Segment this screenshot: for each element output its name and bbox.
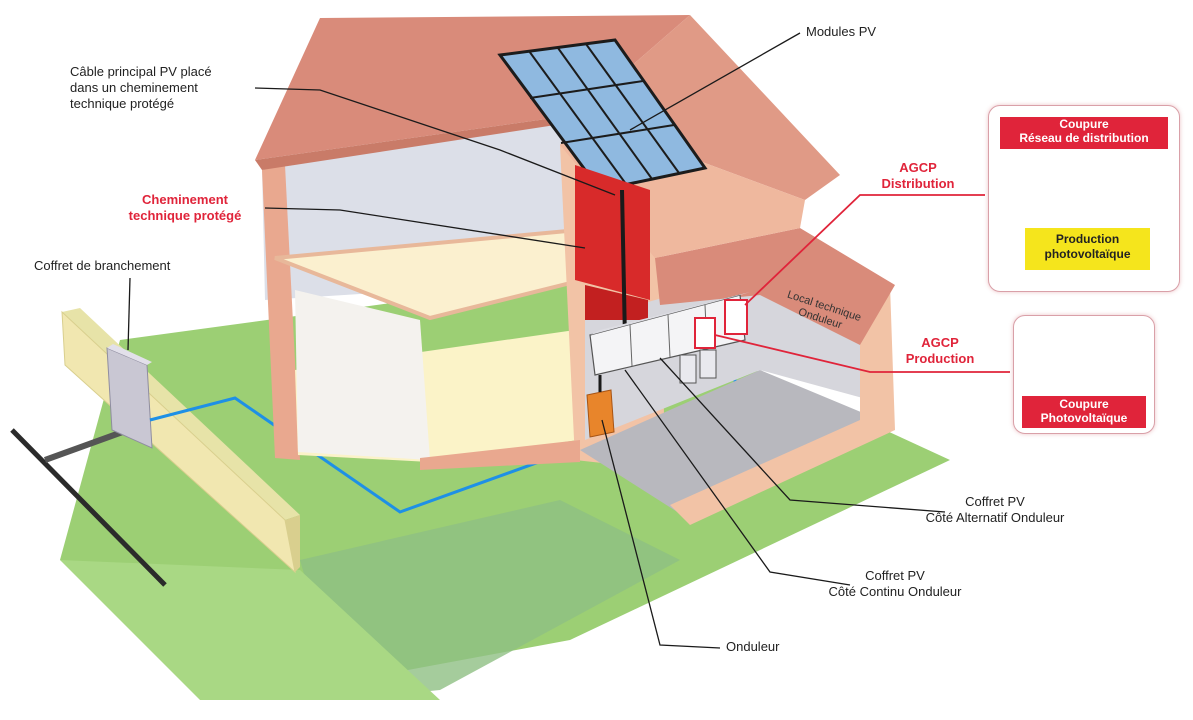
- annex-right-wall: [670, 285, 895, 525]
- label-coffret-branchement: Coffret de branchement: [34, 258, 171, 273]
- annex-roof: [655, 228, 895, 345]
- sign-production-footer-line1: Coupure: [1059, 397, 1109, 411]
- sign-distribution-header-line2: Réseau de distribution: [1019, 131, 1149, 145]
- label-coffret-ac: Coffret PV Côté Alternatif Onduleur: [900, 494, 1090, 526]
- room-interior: [295, 290, 430, 460]
- label-cable-line3: technique protégé: [70, 96, 175, 111]
- label-agcp-production: AGCP Production: [890, 335, 990, 367]
- label-coffret-ac-line2: Côté Alternatif Onduleur: [925, 510, 1065, 525]
- street-cable: [10, 428, 167, 587]
- label-agcp-prod-line2: Production: [905, 351, 975, 366]
- ac-cable: [149, 335, 737, 514]
- boundary-wall-end: [285, 515, 300, 572]
- leader-lines: [127, 32, 946, 649]
- roof-eave-left: [255, 115, 575, 170]
- pv-modules: [497, 38, 708, 192]
- label-agcp-dist-line2: Distribution: [881, 176, 955, 191]
- label-chem-line2: technique protégé: [128, 208, 242, 223]
- label-coffret-ac-line1: Coffret PV: [965, 494, 1025, 509]
- label-onduleur: Onduleur: [726, 639, 780, 654]
- lawn-front: [60, 560, 440, 700]
- label-cable-line1: Câble principal PV placé: [70, 64, 212, 79]
- annex-floor: [580, 370, 880, 520]
- label-coffret-dc-line1: Coffret PV: [865, 568, 925, 583]
- branch-cable: [43, 427, 130, 463]
- protected-duct-lower: [585, 285, 648, 320]
- sign-distribution-header-line1: Coupure: [1059, 117, 1109, 131]
- sign-production-footer-line2: Photovoltaïque: [1040, 411, 1128, 425]
- sign-production-footer: Coupure Photovoltaïque: [1022, 396, 1146, 428]
- label-coffret-dc-line2: Côté Continu Onduleur: [828, 584, 962, 599]
- sign-distribution-footer-line1: Production: [1055, 232, 1120, 246]
- inverter-box: [586, 389, 615, 438]
- ground-floor-front: [420, 440, 580, 470]
- label-agcp-dist-line1: AGCP: [899, 160, 937, 175]
- label-cable-principal: Câble principal PV placé dans un chemine…: [70, 64, 270, 112]
- label-cheminement: Cheminement technique protégé: [110, 192, 260, 224]
- house-left-wall: [262, 165, 300, 460]
- sign-distribution-footer: Production photovoltaïque: [1025, 228, 1150, 270]
- protected-duct: [575, 165, 650, 300]
- pv-main-cable: [620, 189, 627, 341]
- label-agcp-prod-line1: AGCP: [921, 335, 959, 350]
- label-chem-line1: Cheminement: [142, 192, 228, 207]
- red-leader-lines: [714, 194, 1010, 373]
- coffret-branchement-box: [106, 347, 153, 449]
- roof-right: [575, 15, 840, 200]
- label-coffret-dc: Coffret PV Côté Continu Onduleur: [800, 568, 990, 600]
- label-cable-line2: dans un cheminement: [70, 80, 198, 95]
- sign-distribution-footer-line2: photovoltaïque: [1044, 247, 1131, 261]
- lawn-path: [300, 500, 680, 700]
- label-modules-pv: Modules PV: [806, 24, 877, 39]
- sign-distribution-header: Coupure Réseau de distribution: [1000, 117, 1168, 149]
- label-agcp-distribution: AGCP Distribution: [868, 160, 968, 192]
- electrical-panels: [589, 292, 750, 384]
